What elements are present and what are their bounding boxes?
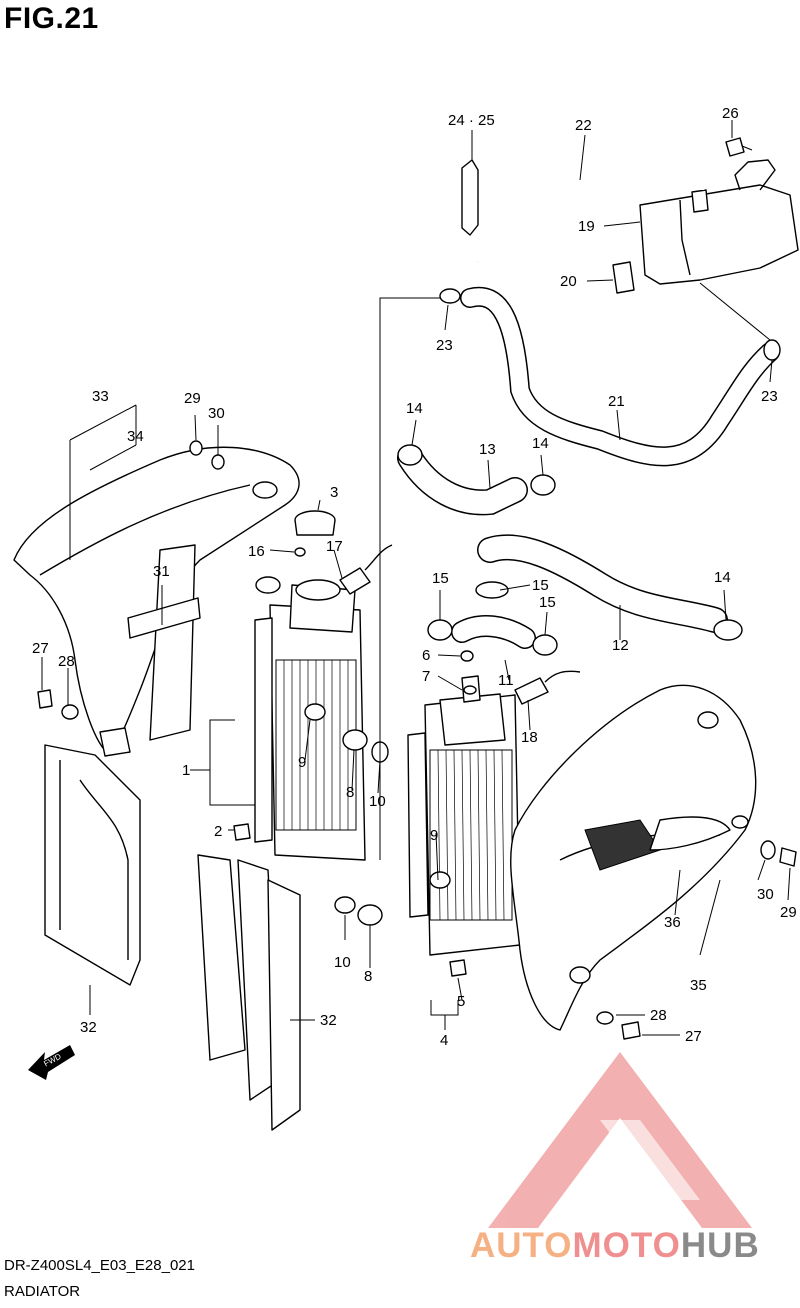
reservoir-tank: [639, 159, 799, 285]
temp-sensor-18: [514, 670, 581, 705]
callout-33: 33: [92, 388, 109, 405]
radiator-hose-13: [397, 444, 556, 516]
callout-24-25: 24 · 25: [448, 112, 495, 129]
callout-9-upper: 9: [298, 754, 306, 771]
callout-27-right: 27: [685, 1028, 702, 1045]
callout-36: 36: [664, 914, 681, 931]
callout-27-left: 27: [32, 640, 49, 657]
callout-15-right: 15: [539, 594, 556, 611]
callout-30-top: 30: [208, 405, 225, 422]
left-radiator: [254, 584, 366, 861]
bush-8-and-collar-10-lower: [334, 871, 467, 977]
callout-4: 4: [440, 1032, 448, 1049]
callout-3: 3: [330, 484, 338, 501]
callout-21: 21: [608, 393, 625, 410]
callout-35: 35: [690, 977, 707, 994]
callout-19: 19: [578, 218, 595, 235]
brand-part-auto: AUTO: [470, 1226, 573, 1265]
callout-16: 16: [248, 543, 265, 560]
radiator-hose-12: [475, 534, 743, 641]
bolt-6-and-washer-7: [460, 650, 477, 695]
washer-30-and-bolt-29-left: [189, 440, 225, 470]
callout-5: 5: [457, 993, 465, 1010]
callout-14-left: 14: [406, 400, 423, 417]
callout-7: 7: [422, 668, 430, 685]
washer-30-and-bolt-29-right: [760, 840, 797, 867]
callout-30-right: 30: [757, 886, 774, 903]
radiator-hose-21: [460, 286, 780, 467]
leader-lines: [41, 120, 791, 1036]
callout-32-right: 32: [320, 1012, 337, 1029]
callout-9-lower: 9: [430, 827, 438, 844]
callout-10-upper: 10: [369, 793, 386, 810]
washer-28-and-bolt-27-lower: [596, 1011, 641, 1040]
fwd-arrow-icon: FWD: [28, 1045, 75, 1080]
callout-13: 13: [479, 441, 496, 458]
right-radiator: [407, 675, 521, 956]
automotohub-logo-icon: [488, 1052, 752, 1228]
callout-20: 20: [560, 273, 577, 290]
callout-15-left: 15: [432, 570, 449, 587]
temp-sensor-17: [339, 544, 393, 595]
callout-26: 26: [722, 105, 739, 122]
right-radiator-shroud: [510, 684, 757, 1031]
diagram-name: RADIATOR: [4, 1283, 81, 1300]
callout-23-left: 23: [436, 337, 453, 354]
callout-28-left: 28: [58, 653, 75, 670]
radiator-cap-icon: [294, 510, 341, 601]
callout-8-upper: 8: [346, 784, 354, 801]
callout-32-left: 32: [80, 1019, 97, 1036]
callout-29-top: 29: [184, 390, 201, 407]
brand-wordmark: AUTOMOTOHUB: [470, 1226, 760, 1266]
callout-29-right: 29: [780, 904, 797, 921]
bolt-27-and-washer-28-left: [37, 689, 79, 720]
model-code: DR-Z400SL4_E03_E28_021: [4, 1257, 195, 1274]
callout-labels: 24 · 25 22 26 19 20 23 23 21 33 34 29 30…: [32, 105, 797, 1049]
callout-10-lower: 10: [334, 954, 351, 971]
bush-8-and-collar-10-upper: [233, 703, 389, 841]
radiator-guard-right-32: [197, 854, 301, 1131]
callout-1: 1: [182, 762, 190, 779]
callout-28-right: 28: [650, 1007, 667, 1024]
callout-2: 2: [214, 823, 222, 840]
radiator-guard-left-32: [44, 744, 141, 986]
bolt-16: [294, 547, 306, 557]
reservoir-cap-icon: [612, 261, 635, 294]
callout-12: 12: [612, 637, 629, 654]
hose-clip-24-25: [461, 159, 479, 236]
callout-6: 6: [422, 647, 430, 664]
callout-8-lower: 8: [364, 968, 372, 985]
callout-14-right: 14: [714, 569, 731, 586]
callout-22: 22: [575, 117, 592, 134]
callout-17: 17: [326, 538, 343, 555]
brand-part-hub: HUB: [680, 1226, 760, 1265]
callout-18: 18: [521, 729, 538, 746]
figure-title: FIG.21: [4, 2, 99, 35]
brand-part-moto: MOTO: [572, 1226, 681, 1265]
connector-hose-11: [427, 615, 558, 656]
callout-23-right: 23: [761, 388, 778, 405]
left-radiator-shroud: [13, 446, 300, 756]
callout-15-mid: 15: [532, 577, 549, 594]
callout-34: 34: [127, 428, 144, 445]
shroud-bracket-31: [99, 544, 201, 757]
callout-11: 11: [498, 672, 514, 689]
bolt-26: [725, 137, 753, 157]
callout-31: 31: [153, 563, 170, 580]
callout-14-mid: 14: [532, 435, 549, 452]
